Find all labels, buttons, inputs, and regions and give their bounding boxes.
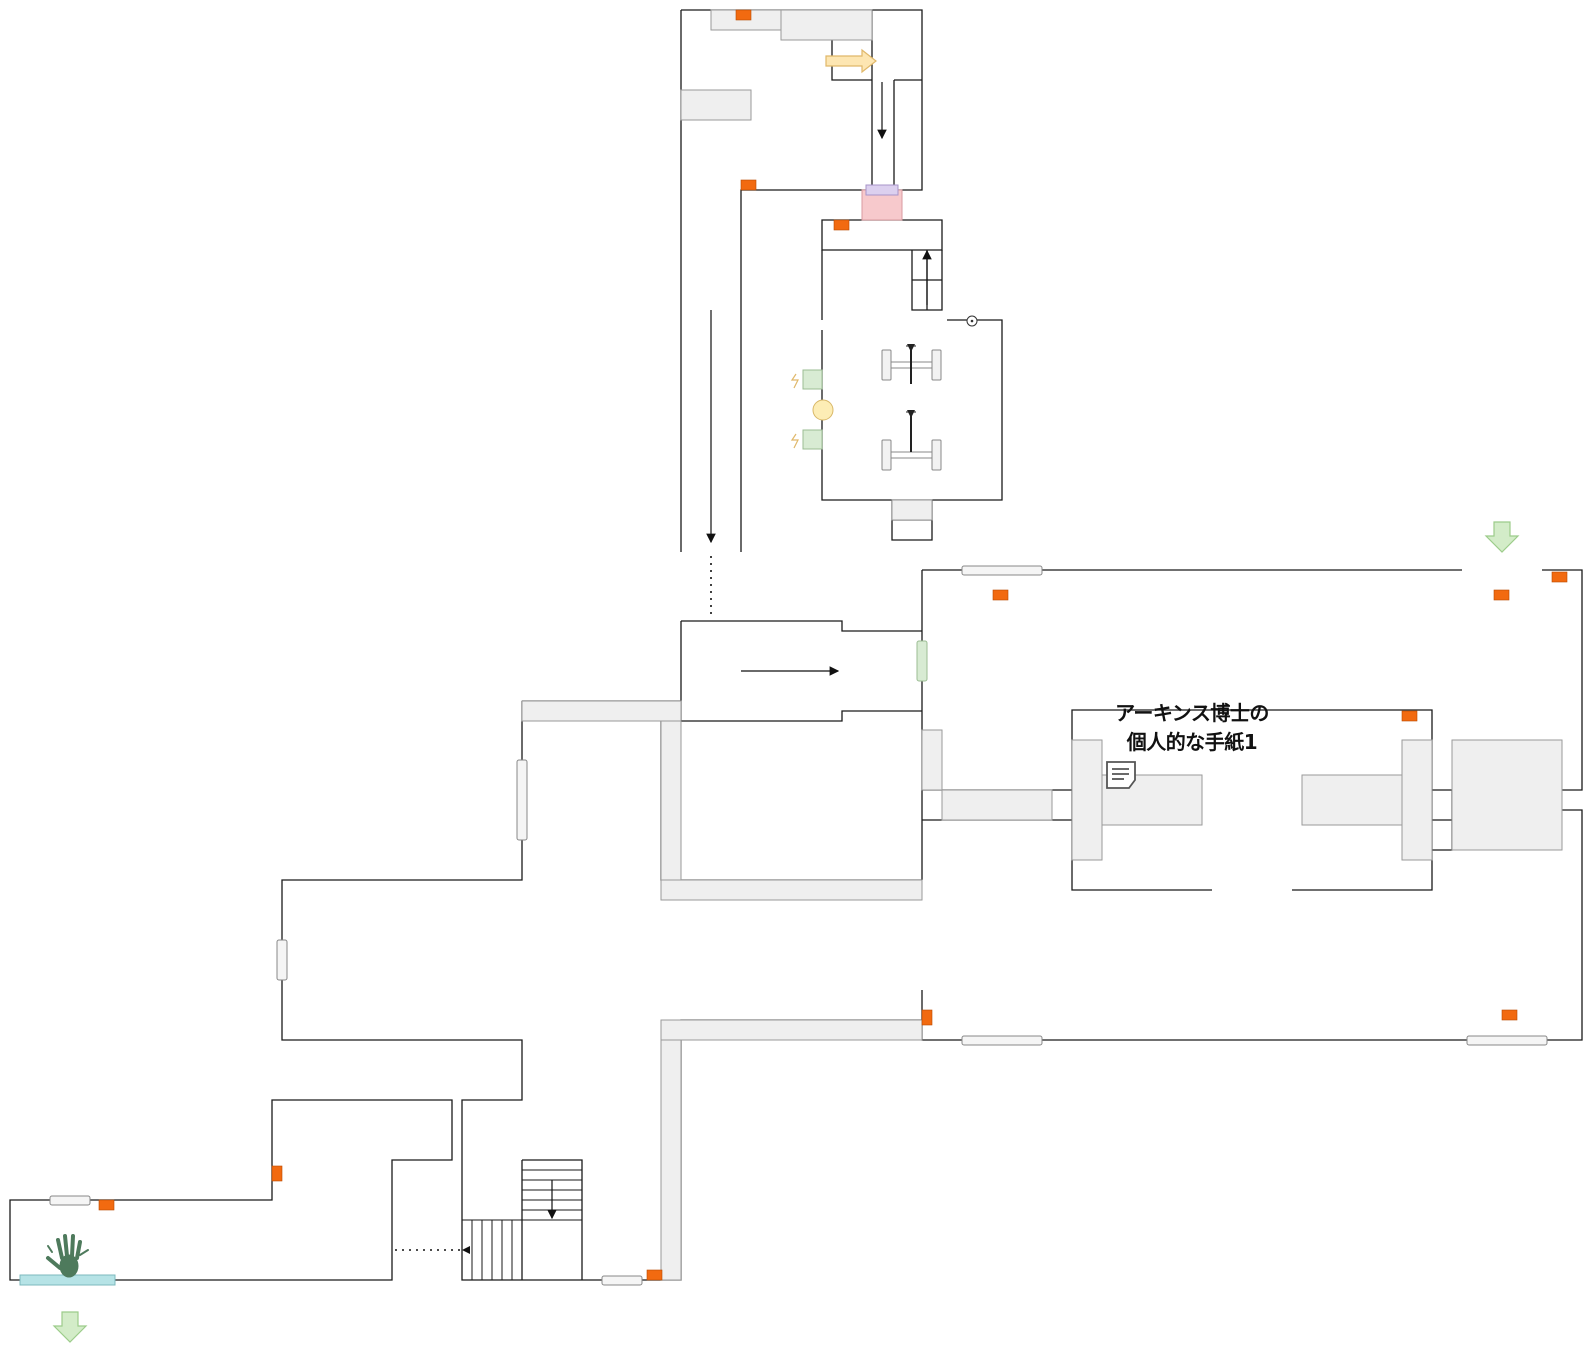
doors — [49, 565, 1548, 1286]
hint-arrow-icon — [825, 48, 877, 74]
save-point-marker — [1401, 710, 1418, 722]
spark-icon — [790, 373, 799, 449]
document-label: アーキンス博士の 個人的な手紙1 — [1092, 699, 1292, 757]
save-point-marker — [1501, 1009, 1518, 1021]
keyhole-icon[interactable] — [966, 315, 978, 327]
handprint-icon[interactable] — [46, 1234, 89, 1278]
save-point-marker — [921, 1009, 933, 1026]
save-point-marker — [833, 219, 850, 231]
document-label-line2: 個人的な手紙1 — [1126, 730, 1258, 754]
light-beam-icon[interactable] — [802, 369, 823, 390]
door[interactable] — [961, 565, 1043, 576]
door[interactable] — [516, 759, 528, 841]
arrow-head-left — [462, 1246, 470, 1254]
door[interactable] — [49, 1195, 91, 1206]
door[interactable] — [1466, 1035, 1548, 1046]
door[interactable] — [601, 1275, 643, 1286]
bulb-icon[interactable] — [812, 399, 834, 421]
pillar-icon — [881, 410, 942, 471]
path-arrows — [547, 82, 932, 1220]
green-door[interactable] — [916, 640, 928, 682]
light-beam-icon[interactable] — [802, 429, 823, 450]
save-point-marker — [1551, 571, 1568, 583]
save-point-marker — [992, 589, 1009, 601]
save-point-marker — [646, 1269, 663, 1281]
furniture — [521, 9, 1563, 1281]
door[interactable] — [276, 939, 288, 981]
elevator-panel — [865, 184, 899, 196]
save-markers — [98, 9, 1568, 1281]
save-point-marker — [740, 179, 757, 191]
exit-arrow-icon[interactable] — [1484, 521, 1520, 553]
save-point-marker — [735, 9, 752, 21]
pillar-icon — [881, 344, 942, 384]
save-point-marker — [271, 1165, 283, 1182]
exit-arrow-icon[interactable] — [52, 1311, 88, 1343]
save-point-marker — [1493, 589, 1510, 601]
walls — [9, 9, 1583, 1281]
door[interactable] — [961, 1035, 1043, 1046]
document-icon[interactable] — [1106, 761, 1136, 789]
save-point-marker — [98, 1199, 115, 1211]
document-label-line1: アーキンス博士の — [1115, 701, 1269, 725]
